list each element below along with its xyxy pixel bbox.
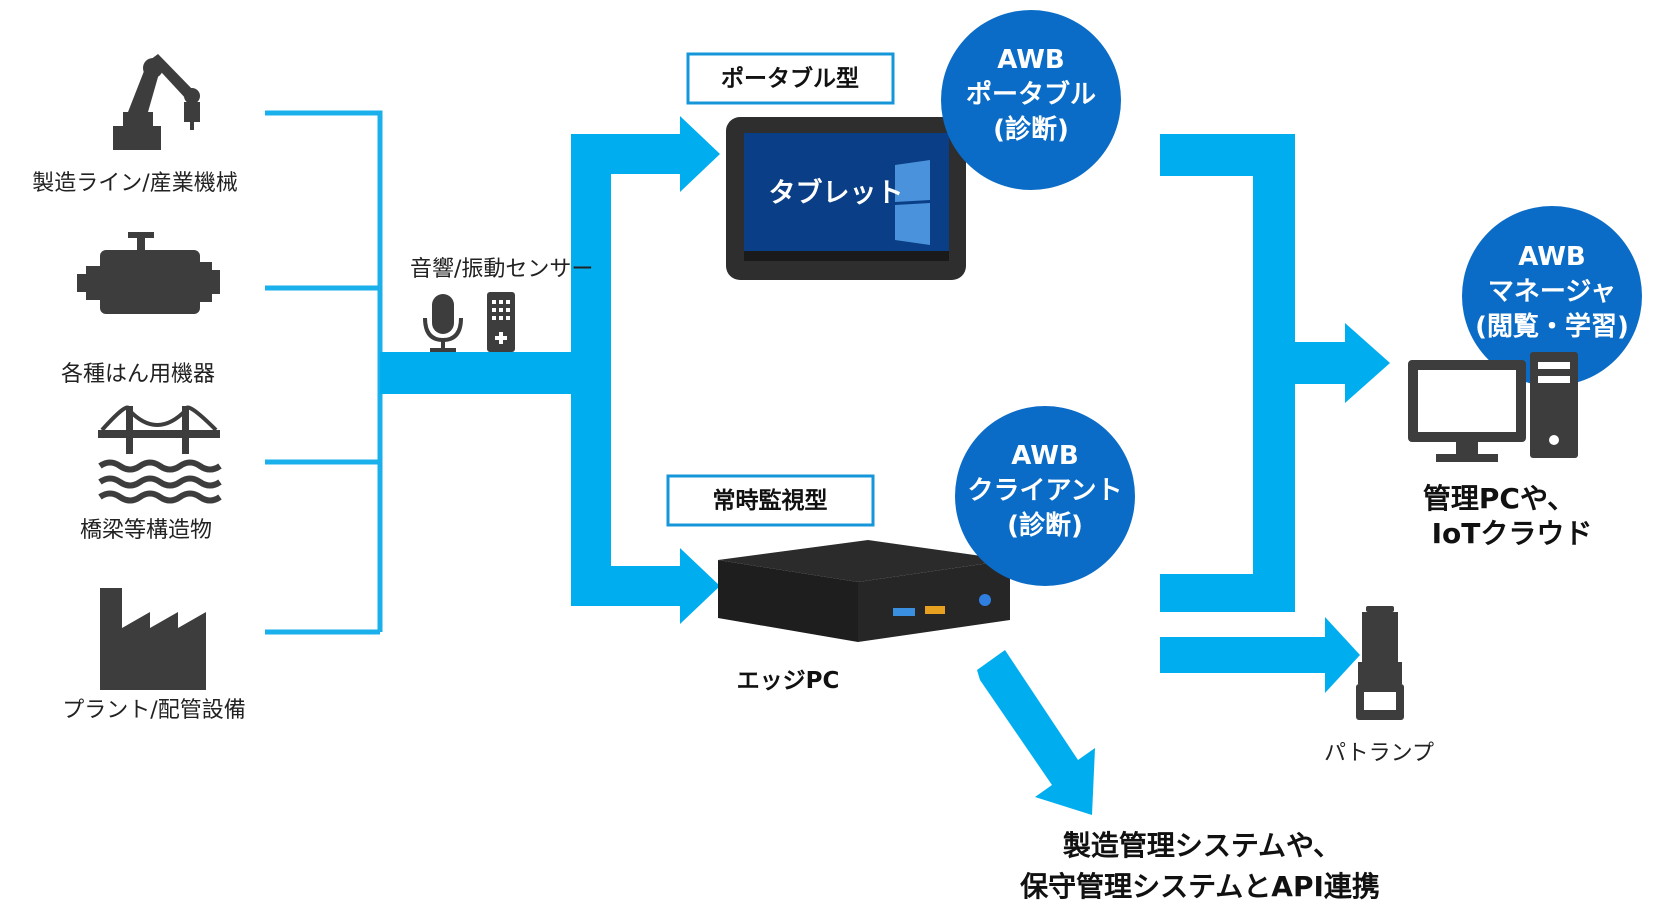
awb-portable-line-2: ポータブル <box>966 79 1096 110</box>
awb-manager-line-2: マネージャ <box>1488 277 1616 307</box>
bridge-icon <box>98 405 222 504</box>
sensor-label: 音響/振動センサー <box>410 257 593 282</box>
tablet-icon: タブレット <box>726 117 966 280</box>
awb-portable-line-1: AWB <box>997 45 1064 75</box>
output-flow-arrows <box>1160 134 1390 693</box>
patrol-lamp-label: パトランプ <box>1324 741 1434 766</box>
input-flow-arrows <box>380 116 720 624</box>
awb-portable-line-3: (診断) <box>993 114 1069 145</box>
awb-manager-circle: AWB マネージャ (閲覧・学習) <box>1462 206 1642 386</box>
source-label-general-equipment: 各種はん用機器 <box>61 362 215 387</box>
tablet-screen-text: タブレット <box>769 177 904 209</box>
awb-client-circle: AWB クライアント (診断) <box>955 406 1135 586</box>
sensor-device-icon <box>487 292 515 352</box>
robot-arm-icon <box>113 54 200 150</box>
api-label-line-2: 保守管理システムとAPI連携 <box>1020 870 1380 903</box>
awb-client-line-3: (診断) <box>1007 510 1083 541</box>
api-label-line-1: 製造管理システムや、 <box>1063 829 1341 862</box>
microphone-icon <box>423 294 463 352</box>
source-label-plant: プラント/配管設備 <box>62 698 245 723</box>
engine-icon <box>77 232 220 314</box>
factory-icon <box>100 588 206 690</box>
patrol-lamp-icon <box>1356 606 1404 720</box>
edge-pc-icon <box>718 540 1010 642</box>
monitoring-type-box <box>666 474 875 527</box>
portable-type-box <box>686 52 895 105</box>
awb-client-line-2: クライアント <box>968 476 1123 506</box>
source-label-production-line: 製造ライン/産業機械 <box>32 171 237 196</box>
source-label-bridge: 橋梁等構造物 <box>80 518 212 543</box>
source-connector-lines <box>265 110 383 635</box>
awb-manager-line-1: AWB <box>1518 242 1585 272</box>
manager-label-line-1: 管理PCや、 <box>1423 482 1575 515</box>
awb-portable-circle: AWB ポータブル (診断) <box>941 10 1121 190</box>
awb-manager-line-3: (閲覧・学習) <box>1475 311 1629 342</box>
awb-client-line-1: AWB <box>1011 441 1078 471</box>
manager-label-line-2: IoTクラウド <box>1432 517 1593 550</box>
monitoring-type-label: 常時監視型 <box>713 488 828 514</box>
api-arrow <box>977 650 1095 815</box>
edge-pc-label: エッジPC <box>737 668 840 694</box>
desktop-pc-icon <box>1408 352 1578 462</box>
portable-type-label: ポータブル型 <box>721 65 859 92</box>
